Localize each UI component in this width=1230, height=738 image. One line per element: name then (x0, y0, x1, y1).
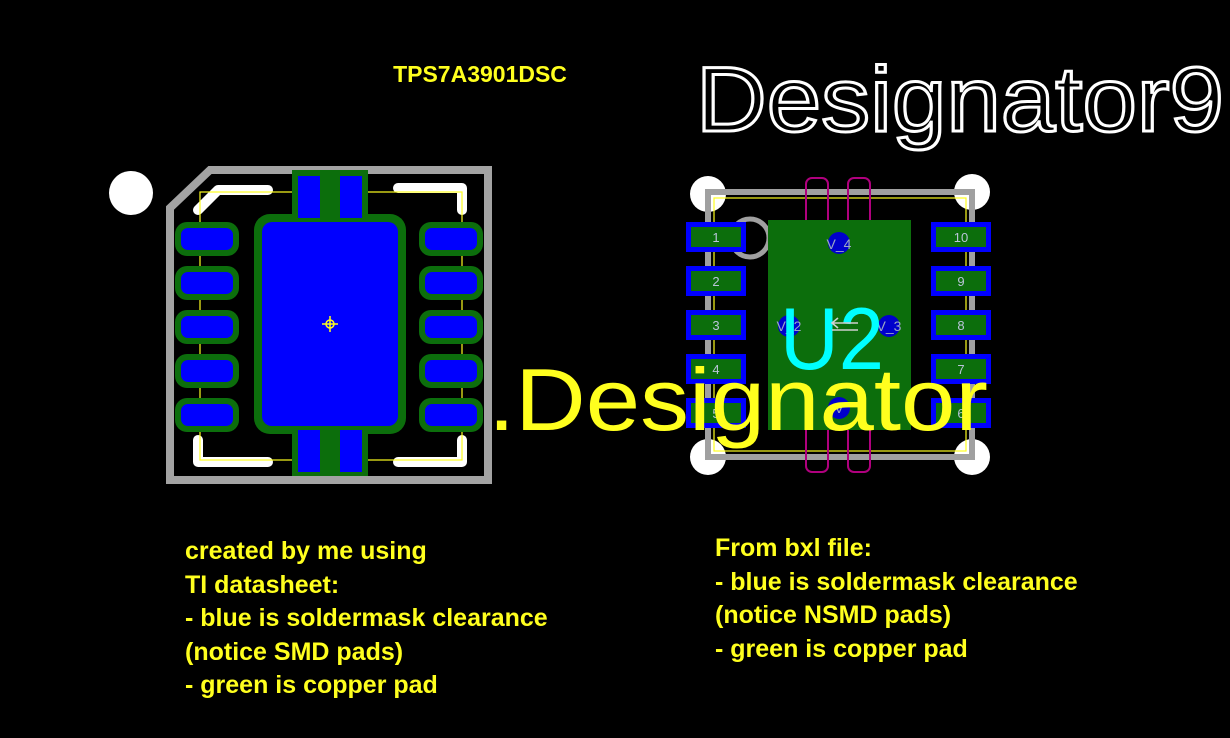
ref-designator-text: U2 (780, 289, 884, 388)
pad-number: 4 (712, 362, 719, 377)
right-notes: From bxl file: - blue is soldermask clea… (715, 532, 1078, 666)
note-line: - blue is soldermask clearance (715, 567, 1078, 596)
note-line: - green is copper pad (185, 671, 438, 699)
nsmd-pad: 10 (931, 222, 991, 252)
vias (778, 232, 900, 419)
net-label-left: V_2 (777, 318, 802, 334)
thermal-pad (254, 170, 406, 476)
smd-pad (175, 354, 239, 388)
note-line: From bxl file: (715, 534, 872, 562)
note-line: TI datasheet: (185, 570, 340, 599)
left-fp-pads-left (175, 222, 239, 432)
pad-number: 6 (957, 406, 964, 421)
note-line: created by me using (185, 537, 427, 565)
smd-pad (419, 398, 483, 432)
net-label-bottom: V (834, 400, 844, 416)
smd-pad (419, 310, 483, 344)
pad-number: 5 (712, 406, 719, 421)
right-fp-pads-left: 1 2 3 4 5 (686, 222, 746, 428)
part-title: TPS7A3901DSC (393, 61, 567, 87)
nsmd-pad: 6 (931, 398, 991, 428)
pad-number: 8 (957, 318, 964, 333)
note-line: (notice NSMD pads) (715, 601, 952, 629)
pad-number: 1 (712, 230, 719, 245)
smd-pad (175, 266, 239, 300)
net-label-top: V_4 (827, 236, 852, 252)
pad-number: 2 (712, 274, 719, 289)
smd-pad (175, 222, 239, 256)
net-label-right: V_3 (877, 318, 902, 334)
smd-pad (419, 354, 483, 388)
smd-pad (175, 398, 239, 432)
nsmd-pad: 4 (686, 354, 746, 384)
nsmd-pad: 8 (931, 310, 991, 340)
smd-pad (419, 222, 483, 256)
left-notes: created by me using TI datasheet: - blue… (185, 535, 548, 703)
left-fp-pads-right (419, 222, 483, 432)
nsmd-pad: 3 (686, 310, 746, 340)
nsmd-pad: 2 (686, 266, 746, 296)
pad-number: 9 (957, 274, 964, 289)
nsmd-pad: 9 (931, 266, 991, 296)
smd-pad (175, 310, 239, 344)
nsmd-pad: 7 (931, 354, 991, 384)
right-fp-pads-right: 10 9 8 7 6 (931, 222, 991, 428)
orientation-arrow-icon (830, 317, 858, 331)
note-line: - blue is soldermask clearance (185, 604, 548, 632)
nsmd-pad: 1 (686, 222, 746, 252)
designator-top-text: Designator9 (696, 49, 1224, 151)
note-line: (notice SMD pads) (185, 637, 404, 666)
left-footprint (109, 166, 492, 484)
pad-number: 7 (957, 362, 964, 377)
designator-mid-text: .Designator (488, 350, 988, 449)
smd-pad (419, 266, 483, 300)
pad-number: 3 (712, 318, 719, 333)
pad-number: 10 (954, 230, 968, 245)
right-footprint: V_4 V_2 V_3 V 1 2 3 4 5 10 9 8 7 6 (686, 174, 991, 475)
note-line: - green is copper pad (715, 634, 968, 663)
nsmd-pad: 5 (686, 398, 746, 428)
pin1-marker-dot (109, 171, 153, 215)
courtyard-outline (166, 166, 492, 484)
